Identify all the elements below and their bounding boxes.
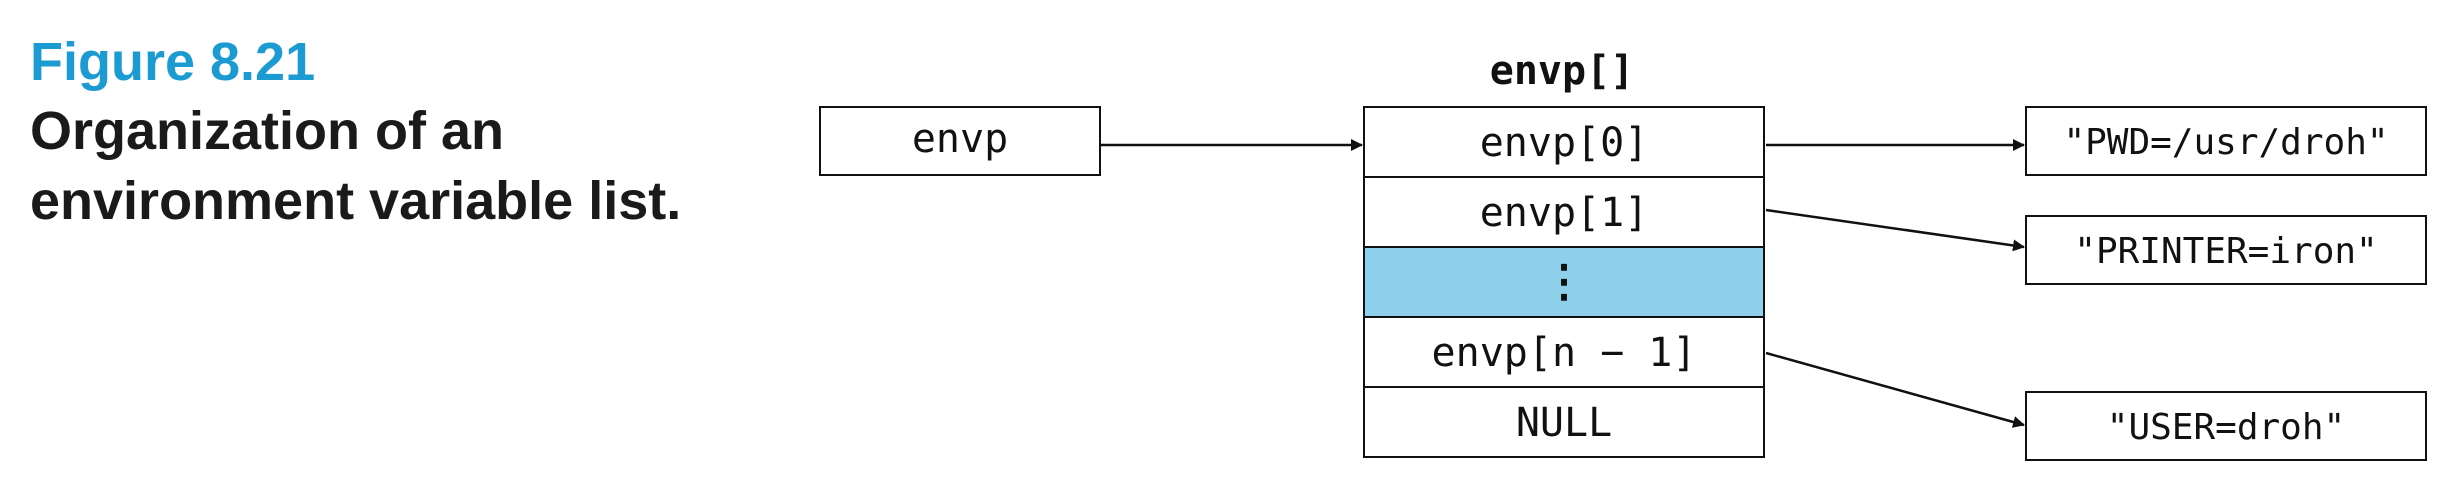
envp-pointer-label: envp [912,116,1008,162]
array-label: envp[] [1490,48,1635,94]
array-cell-n-minus-1-label: envp[n − 1] [1432,330,1697,376]
string-printer-label: "PRINTER=iron" [2074,231,2377,272]
string-box-printer [2025,215,2427,285]
figure-number: Figure 8.21 [30,32,316,92]
array-cell-1-label: envp[1] [1480,190,1649,236]
array-cell-ellipsis-label: ⋮ [1542,256,1586,307]
string-user-label: "USER=droh" [2107,407,2345,448]
caption-title-line-1: Organization of an [30,101,505,161]
caption-title-line-2: environment variable list. [30,171,682,231]
array-cell-null [1363,386,1765,458]
string-pwd-label: "PWD=/usr/droh" [2063,122,2388,163]
array-cell-0-label: envp[0] [1480,120,1649,166]
arrow-envpn1-to-user [1765,351,2025,428]
figure-caption: Figure 8.21 Organization of an environme… [30,28,681,236]
arrow-envp1-to-printer [1765,208,2025,252]
string-box-pwd [2025,106,2427,176]
envp-pointer-box [819,106,1101,176]
string-box-user [2025,391,2427,461]
array-cell-null-label: NULL [1516,400,1612,446]
